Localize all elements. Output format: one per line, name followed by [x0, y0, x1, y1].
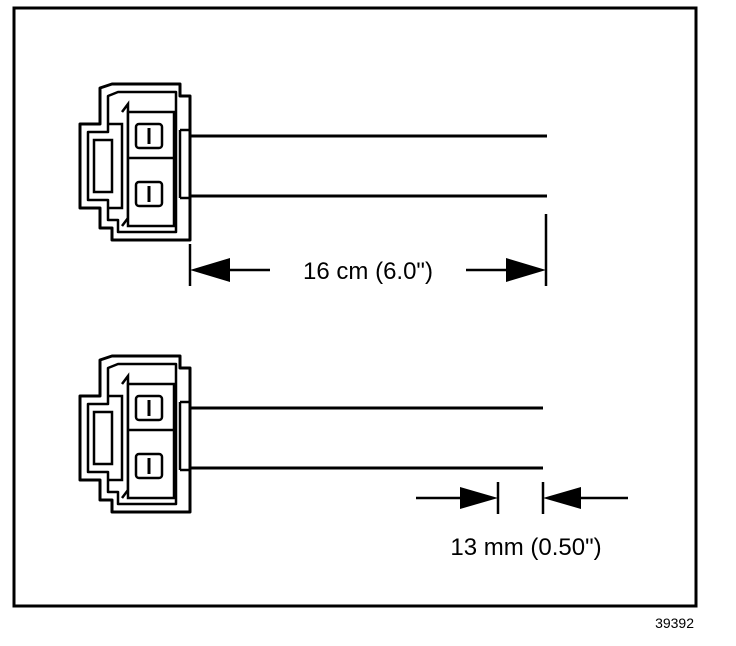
wires-bottom: [190, 406, 543, 470]
dimension-label-top: 16 cm (6.0"): [303, 258, 433, 285]
dimension-label-bottom: 13 mm (0.50"): [450, 534, 601, 561]
wires-top: [190, 134, 547, 198]
arrowhead-strip-right: [543, 487, 581, 509]
arrowhead-strip-left: [460, 487, 498, 509]
figure-number: 39392: [655, 615, 694, 631]
arrowhead-left: [190, 258, 230, 282]
dimension-top: 16 cm (6.0"): [188, 214, 548, 286]
arrowhead-right: [506, 258, 546, 282]
dimension-bottom: 13 mm (0.50"): [416, 482, 628, 561]
